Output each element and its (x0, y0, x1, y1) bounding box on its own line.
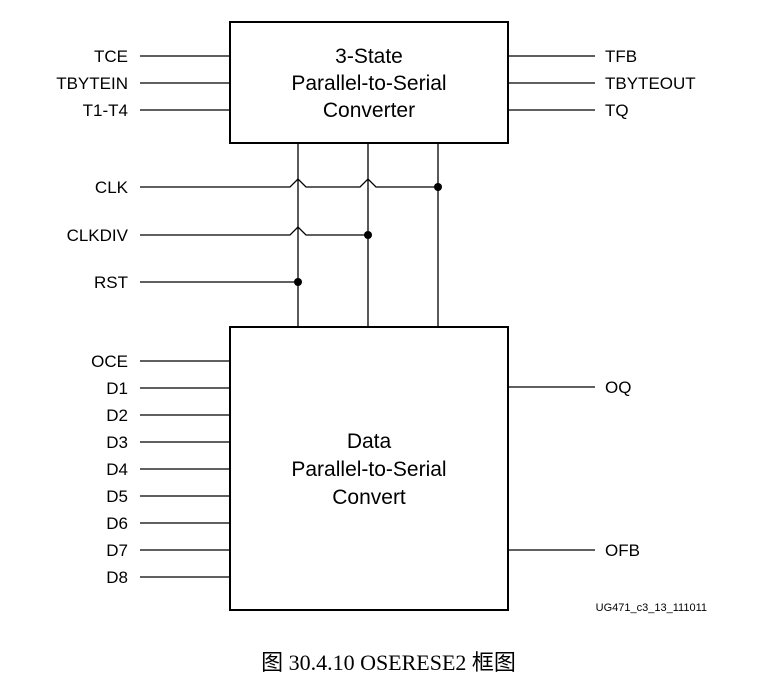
d7-label: D7 (106, 541, 128, 560)
clk-wire (140, 178, 438, 188)
tce-label: TCE (94, 47, 128, 66)
clkdiv-junction-dot (364, 231, 372, 239)
data-title-line-2: Parallel-to-Serial (291, 458, 446, 481)
three-state-converter-block (229, 21, 509, 144)
ofb-label: OFB (605, 541, 640, 560)
tbyteout-label: TBYTEOUT (605, 74, 696, 93)
d1-label: D1 (106, 379, 128, 398)
tfb-label: TFB (605, 47, 637, 66)
d4-label: D4 (106, 460, 128, 479)
oce-label: OCE (91, 352, 128, 371)
d2-label: D2 (106, 406, 128, 425)
clkdiv-label: CLKDIV (67, 226, 129, 245)
t1-t4-label: T1-T4 (83, 101, 128, 120)
rst-junction-dot (294, 278, 302, 286)
three-state-title-line-1: 3-State (335, 45, 403, 68)
d3-label: D3 (106, 433, 128, 452)
oserdes2-block-diagram: 3-State Parallel-to-Serial Converter TCE… (56, 21, 707, 614)
figure-caption: 图 30.4.10 OSERESE2 框图 (261, 650, 516, 675)
tbytein-label: TBYTEIN (56, 74, 128, 93)
d8-label: D8 (106, 568, 128, 587)
tq-label: TQ (605, 101, 629, 120)
rst-label: RST (94, 273, 128, 292)
d5-label: D5 (106, 487, 128, 506)
oq-label: OQ (605, 378, 631, 397)
figure-reference-id: UG471_c3_13_111011 (596, 602, 707, 614)
clk-junction-dot (434, 183, 442, 191)
three-state-title-line-2: Parallel-to-Serial (291, 72, 446, 95)
clk-label: CLK (95, 178, 129, 197)
clkdiv-wire (140, 226, 368, 236)
three-state-title-line-3: Converter (323, 99, 415, 122)
data-title-line-3: Convert (332, 486, 406, 509)
data-title-line-1: Data (347, 430, 392, 453)
d6-label: D6 (106, 514, 128, 533)
